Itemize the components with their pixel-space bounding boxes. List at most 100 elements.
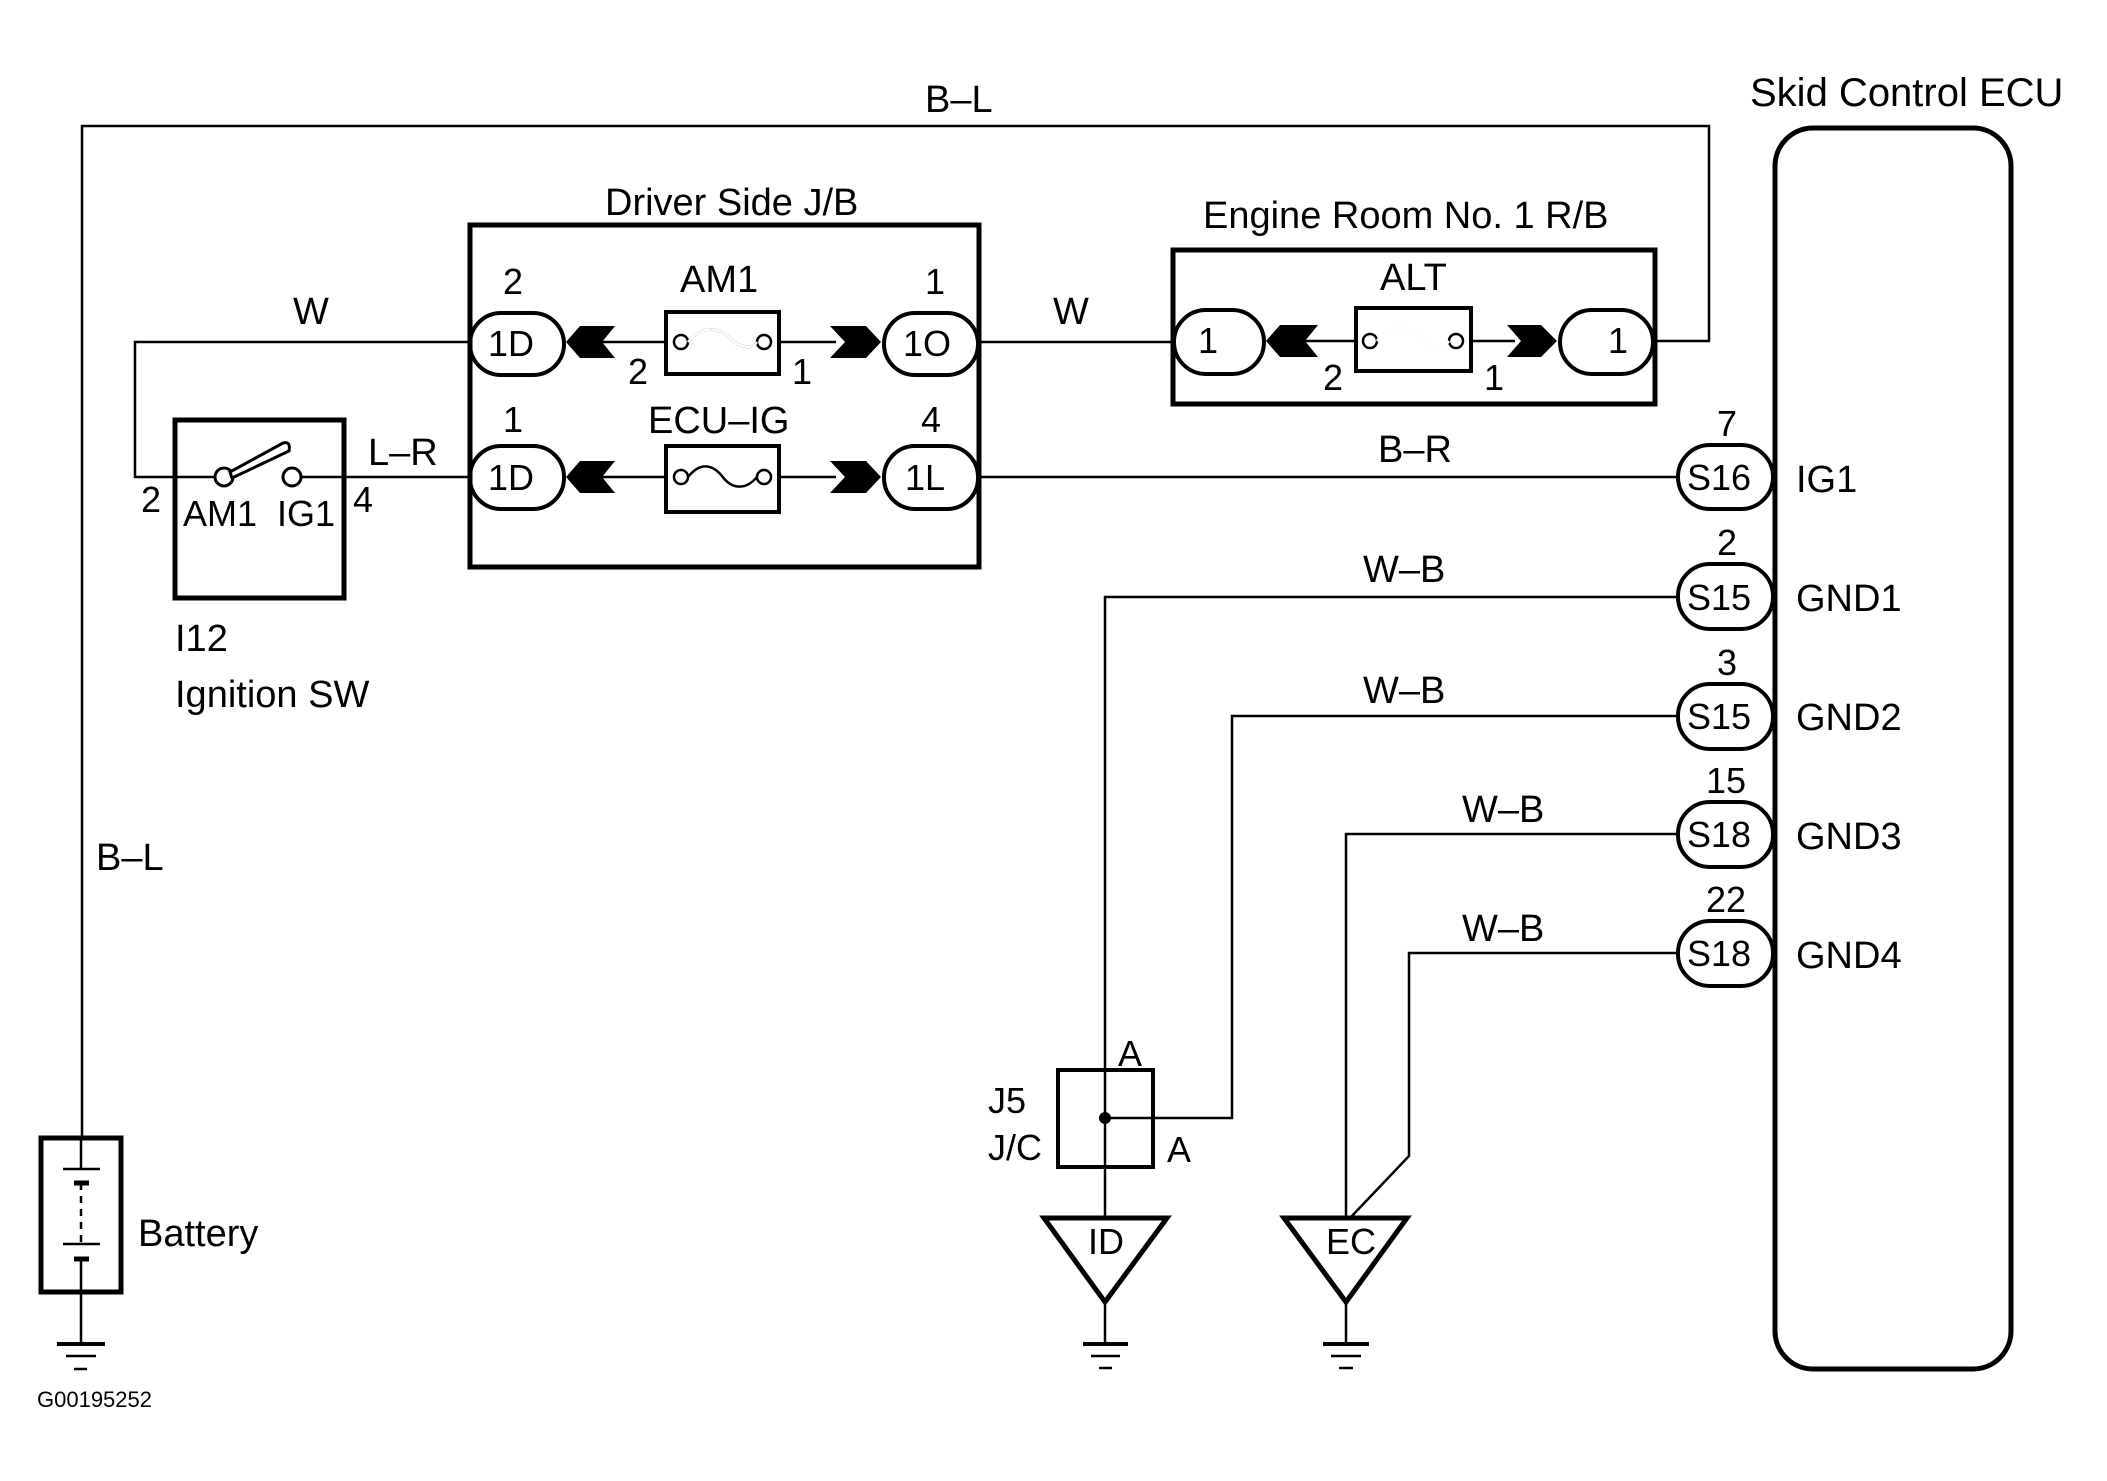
fuse-pin-right: 1 <box>1484 357 1504 398</box>
female-terminal-icon <box>566 461 615 493</box>
fuse-ecu-ig <box>664 444 781 514</box>
terminal-name: GND1 <box>1796 578 1902 620</box>
connector-1d-am1 <box>468 311 566 377</box>
connector-code: 1D <box>488 323 534 364</box>
junction-connector-j5: A A J5 J/C <box>988 1033 1191 1217</box>
skid-control-ecu: Skid Control ECU 7 S16 IG1 2 S15 GND1 3 … <box>1676 71 2063 1372</box>
wire-label-b-l-battery: B–L <box>96 837 164 879</box>
connector-pin-label: 1 <box>503 399 523 440</box>
connector-code: S18 <box>1687 933 1751 974</box>
ground-code: ID <box>1088 1221 1124 1262</box>
ignition-contact-ig1-label: IG1 <box>277 493 335 534</box>
wire-label-b-l-top: B–L <box>925 79 993 121</box>
connector-code: 1D <box>488 457 534 498</box>
ignition-switch-box <box>172 417 347 601</box>
fuse-row-ecu-ig: 1 1D 1L 4 ECU–IG <box>468 399 980 514</box>
wire-label-gnd4: W–B <box>1462 908 1544 950</box>
ignition-switch-code: I12 <box>175 618 228 660</box>
ignition-switch-name: Ignition SW <box>175 674 369 716</box>
terminal-pin: 22 <box>1706 879 1746 920</box>
connector-s18-gnd4 <box>1676 919 1775 988</box>
ignition-pin-right: 4 <box>353 479 373 520</box>
fuse-name-ecu-ig: ECU–IG <box>648 400 789 442</box>
female-terminal-icon <box>566 326 615 358</box>
terminal-pin: 7 <box>1717 403 1737 444</box>
junction-pin-top: A <box>1118 1033 1142 1074</box>
ecu-terminal-gnd2: 3 S15 GND2 <box>1676 642 1902 751</box>
fuse-pin-left: 2 <box>1323 357 1343 398</box>
fuse-name-am1: AM1 <box>680 259 758 301</box>
battery-label: Battery <box>138 1213 258 1255</box>
wire-w-ignition-to-jb <box>133 340 468 479</box>
ecu-terminal-gnd4: 22 S18 GND4 <box>1676 879 1902 988</box>
connector-code: S15 <box>1687 696 1751 737</box>
male-terminal-icon <box>830 326 881 358</box>
ecu-box <box>1772 125 2014 1372</box>
connector-code: 1 <box>1198 320 1218 361</box>
wire-label-l-r: L–R <box>368 432 438 474</box>
splice-point-icon <box>1099 1112 1111 1124</box>
terminal-pin: 2 <box>1717 522 1737 563</box>
connector-code: S15 <box>1687 577 1751 618</box>
wire-gnd3 <box>1344 832 1677 1218</box>
ground-triangle-icon <box>1279 1215 1412 1307</box>
fuse-row-am1: 2 1D 1O 1 AM1 2 1 <box>468 259 980 392</box>
connector-1d-ecu-ig <box>468 444 566 511</box>
fuse-link-icon <box>687 328 759 349</box>
driver-side-jb-title: Driver Side J/B <box>605 182 858 224</box>
wire-label-b-r: B–R <box>1378 429 1452 471</box>
connector-rb-left <box>1172 308 1266 376</box>
connector-code: 1L <box>905 457 945 498</box>
connector-s16 <box>1676 443 1775 511</box>
ecu-terminal-gnd1: 2 S15 GND1 <box>1676 522 1902 631</box>
connector-s18-gnd3 <box>1676 800 1775 869</box>
connector-s15-gnd1 <box>1676 562 1775 631</box>
fuse-name-alt: ALT <box>1380 257 1447 299</box>
driver-side-jb-box <box>467 222 982 570</box>
ground-symbol-icon <box>1083 1342 1128 1370</box>
connector-code: S16 <box>1687 457 1751 498</box>
ground-code: EC <box>1326 1221 1376 1262</box>
connector-pin-label: 1 <box>925 261 945 302</box>
male-terminal-icon <box>1507 325 1557 357</box>
switch-lever-icon <box>228 441 291 481</box>
wire-label-gnd1: W–B <box>1363 549 1445 591</box>
connector-s15-gnd2 <box>1676 682 1775 751</box>
junction-code: J5 <box>988 1080 1026 1121</box>
ecu-terminal-ig1: 7 S16 IG1 <box>1676 403 1857 511</box>
male-terminal-icon <box>830 461 881 493</box>
ground-symbol-icon <box>1323 1342 1369 1370</box>
wire-gnd4 <box>1349 951 1677 1219</box>
figure-id: G00195252 <box>37 1387 152 1412</box>
connector-1o <box>882 311 980 377</box>
ecu-title: Skid Control ECU <box>1750 71 2063 115</box>
engine-room-rb: Engine Room No. 1 R/B 1 1 ALT 2 1 <box>1170 195 1658 407</box>
connector-code: 1 <box>1608 320 1628 361</box>
fuse-alt <box>1354 306 1473 373</box>
battery: Battery <box>38 1135 258 1371</box>
engine-room-rb-title: Engine Room No. 1 R/B <box>1203 195 1609 237</box>
wire-label-gnd2: W–B <box>1363 670 1445 712</box>
battery-cell-icon <box>63 1137 100 1343</box>
ground-triangle-icon <box>1039 1215 1172 1307</box>
ignition-switch: 2 AM1 IG1 4 I12 Ignition SW <box>141 417 468 716</box>
terminal-name: GND2 <box>1796 697 1902 739</box>
connector-code: 1O <box>903 323 951 364</box>
driver-side-jb: Driver Side J/B 2 1D 1O 1 AM1 2 1 1 <box>467 182 982 570</box>
terminal-name: IG1 <box>1796 459 1857 501</box>
ignition-pin-left: 2 <box>141 479 161 520</box>
terminal-pin: 15 <box>1706 760 1746 801</box>
engine-room-rb-box <box>1170 247 1658 407</box>
terminal-name: GND4 <box>1796 935 1902 977</box>
fuse-link-icon <box>687 465 758 488</box>
switch-contact-ig1 <box>281 466 303 488</box>
ignition-contact-am1-label: AM1 <box>183 493 257 534</box>
connector-pin-label: 2 <box>503 261 523 302</box>
fuse-pin-right: 1 <box>792 351 812 392</box>
junction-type: J/C <box>988 1127 1042 1168</box>
fuse-pin-left: 2 <box>628 351 648 392</box>
ground-point-ec: EC <box>1279 1215 1412 1370</box>
female-terminal-icon <box>1266 325 1318 357</box>
connector-rb-right <box>1558 308 1655 376</box>
